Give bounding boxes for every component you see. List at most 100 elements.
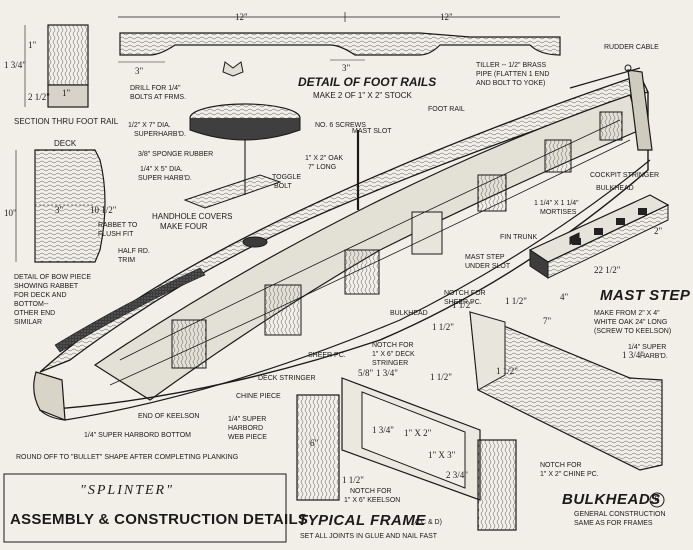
notch-deck-3: STRINGER: [372, 360, 409, 367]
mast-dim-2: 2": [654, 226, 663, 236]
frame-dim-1-3-4c: 1 3/4": [622, 350, 644, 360]
round-off-label: ROUND OFF TO "BULLET" SHAPE AFTER COMPLE…: [16, 454, 239, 461]
mast-dim-4: 4": [560, 292, 569, 302]
web-label-3: WEB PIECE: [228, 434, 267, 441]
dim-3-left: 3": [135, 66, 144, 76]
hh-dia1b: SUPERHARB'D.: [134, 131, 186, 138]
bow-detail-1: DETAIL OF BOW PIECE: [14, 274, 92, 281]
foot-rail-heading: DETAIL OF FOOT RAILS: [298, 75, 437, 89]
bulkhead-mid-label: BULKHEAD: [390, 310, 428, 317]
mast-slot-label: MAST SLOT: [352, 128, 392, 135]
hh-sponge: 3/8" SPONGE RUBBER: [138, 151, 214, 158]
bulkhead-drawing: [469, 311, 663, 471]
sec-dim-d: 1": [62, 88, 71, 98]
dim-12-left: 12": [235, 12, 248, 22]
notch-deck-1: NOTCH FOR: [372, 342, 414, 349]
typical-frame-heading: TYPICAL FRAME: [298, 512, 426, 529]
web-label-1: 1/4" SUPER: [228, 416, 267, 423]
mast-make-1: MAKE FROM 2" X 4": [594, 310, 660, 317]
badge-circle: [649, 492, 665, 508]
end-keelson-label: END OF KEELSON: [138, 413, 200, 420]
frame-dim-6: 6": [310, 438, 319, 448]
bulkheads-badge: B: [654, 496, 660, 503]
hh-oak2: 7" LONG: [308, 164, 337, 171]
rudder: [627, 69, 653, 151]
keelson-line: [109, 139, 631, 386]
super-harb-1: 1/4" SUPER: [628, 344, 667, 351]
title-box: [3, 473, 287, 543]
sheer-strip: [54, 267, 206, 353]
mortise-2: MORTISES: [540, 209, 577, 216]
sec-dim-b: 1": [28, 40, 37, 50]
set-joints-note: SET ALL JOINTS IN GLUE AND NAIL FAST: [300, 533, 438, 540]
bulkheads-gen-1: GENERAL CONSTRUCTION: [574, 511, 666, 518]
section-foot-rail: [24, 24, 89, 108]
tiller-1: TILLER -- 1/2" BRASS: [476, 62, 547, 69]
mast-make-3: (SCREW TO KEELSON): [594, 328, 672, 335]
bow-dim-3: 3": [55, 205, 64, 215]
section-label: SECTION THRU FOOT RAIL: [14, 117, 119, 126]
frame-dim-1x2: 1" X 2": [404, 428, 432, 438]
bulkheads-gen-2: SAME AS FOR FRAMES: [574, 520, 653, 527]
bow-detail-5: OTHER END: [14, 310, 56, 317]
bow-dim-10: 10": [4, 208, 17, 218]
fin-trunk-label: FIN TRUNK: [500, 234, 538, 241]
frame-side-right: [477, 439, 517, 531]
bulkheads-heading: BULKHEADS: [562, 491, 661, 508]
toggle-bar: [183, 174, 282, 209]
wing-nut-icon: [222, 61, 244, 77]
sec-dim-c: 2 1/2": [28, 92, 50, 102]
frame-dim-1-1-2b: 1 1/2": [430, 372, 452, 382]
mast-step-under-label: MAST STEP: [465, 254, 505, 261]
frame-c: [477, 174, 507, 212]
notch-chine-2: 1" X 2" CHINE PC.: [540, 471, 599, 478]
notch-sheer-1: NOTCH FOR: [444, 290, 486, 297]
bow-rabbet2: FLUSH FIT: [98, 231, 134, 238]
hh-make: MAKE FOUR: [160, 222, 208, 231]
notch-chine-1: NOTCH FOR: [540, 462, 582, 469]
handhole-cover: [183, 103, 301, 209]
bottom-label: 1/4" SUPER HARBORD BOTTOM: [84, 432, 191, 439]
hull-side: [35, 92, 649, 411]
hh-dia2b: SUPER HARB'D.: [138, 175, 192, 182]
drill-note-1: DRILL FOR 1/4": [130, 85, 181, 92]
notch-deck-2: 1" X 6" DECK: [372, 351, 415, 358]
bow-detail-3: FOR DECK AND: [14, 292, 67, 299]
frame-dim-1-1-2e: 1 1/2": [496, 366, 518, 376]
frame-dim-1-1-2d: 1 1/2": [505, 296, 527, 306]
mast-step-under-label-2: UNDER SLOT: [465, 263, 511, 270]
cockpit-stringer: [119, 119, 621, 361]
hh-bolt: BOLT: [274, 183, 292, 190]
drill-note-2: BOLTS AT FRMS.: [130, 94, 187, 101]
bow-deck: DECK: [54, 139, 77, 148]
hull: [33, 64, 653, 421]
mortise-1: 1 1/4" X 1 1/4": [534, 200, 579, 207]
bow-detail: [15, 149, 106, 263]
frame-dim-5-8: 5/8": [358, 368, 374, 378]
hh-screws: NO. 6 SCREWS: [315, 122, 366, 129]
bow-detail-2: SHOWING RABBET: [14, 283, 79, 290]
mast-make-2: WHITE OAK 24" LONG: [594, 319, 668, 326]
dim-12-right: 12": [440, 12, 453, 22]
cockpit-stringer-label: COCKPIT STRINGER: [590, 172, 660, 179]
bulkhead-top: [599, 111, 623, 141]
frame-dim-7: 7": [543, 316, 552, 326]
frame-side-left: [296, 394, 340, 501]
frame-dim-1-3-4: 1 3/4": [372, 425, 394, 435]
frame-dim-1-1-2c: 1 1/2": [432, 322, 454, 332]
sec-dim-a: 1 3/4": [4, 60, 26, 70]
super-harb-2: HARB'D.: [640, 353, 668, 360]
mast-step-block: [528, 194, 670, 279]
bow-dim-10h: 10 1/2": [90, 205, 117, 215]
rudder-cable-fitting: [624, 64, 632, 72]
frame-dim-1-1-2a: 1 1/2": [342, 475, 364, 485]
handhole: [242, 236, 268, 248]
rudder-cable: RUDDER CABLE: [604, 44, 659, 51]
typical-frame-sub: (A,C & D): [412, 519, 442, 526]
bow-half: HALF RD.: [118, 248, 150, 255]
frame-dim-1-3-4b: 1 3/4": [376, 368, 398, 378]
frame-d: [544, 139, 572, 173]
bow-rabbet: RABBET TO: [98, 222, 138, 229]
